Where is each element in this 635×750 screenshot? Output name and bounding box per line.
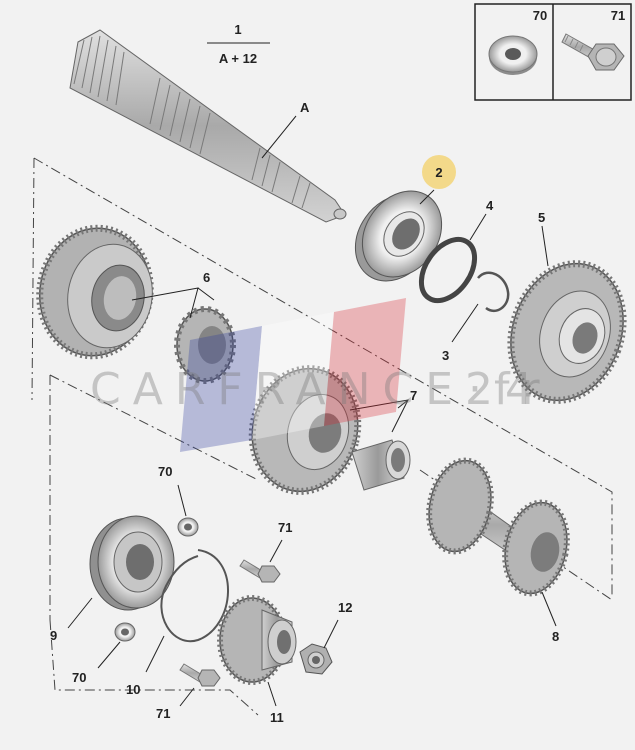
- kit-formula: A + 12: [219, 51, 257, 66]
- bolt-icon: [561, 33, 625, 71]
- callout-nut: 12: [338, 600, 352, 615]
- highlight-marker: [422, 155, 456, 189]
- retaining-ring-10: [160, 549, 229, 643]
- synchro-ring: [36, 224, 154, 360]
- assembly-frame-upper: [31, 157, 613, 596]
- washer-top: [177, 517, 199, 537]
- callout-shaft: A: [300, 100, 310, 115]
- callout-bearing: 2: [435, 165, 442, 180]
- callout-rear-bearing: 9: [50, 628, 57, 643]
- kit-header: 1 A + 12: [207, 22, 270, 66]
- kit-number: 1: [234, 22, 241, 37]
- bolt-top: [239, 559, 281, 583]
- washer-icon: [488, 35, 538, 75]
- washer-bottom: [114, 622, 136, 642]
- callout-gear-7: 7: [410, 388, 417, 403]
- callout-hub: 6: [203, 270, 210, 285]
- gear-11: [217, 595, 297, 685]
- gear-5: [507, 260, 627, 404]
- rear-bearing-9: [89, 515, 175, 611]
- hub-6: [174, 306, 236, 384]
- gear-7: [248, 365, 362, 495]
- shim-4: [418, 236, 478, 304]
- watermark: [180, 298, 406, 452]
- callout-shim: 4: [486, 198, 494, 213]
- callout-retaining-ring: 10: [126, 682, 140, 697]
- cluster-gear-8: [426, 457, 570, 597]
- circlip-3: [477, 271, 510, 313]
- callout-gear-5: 5: [538, 210, 545, 225]
- callout-gear-11: 11: [270, 710, 284, 725]
- callout-washer-top: 70: [158, 464, 172, 479]
- input-shaft: [69, 29, 347, 223]
- bearing-2: [354, 190, 443, 282]
- legend-box: 70 71: [474, 3, 632, 101]
- watermark-suffix: ·fr: [468, 364, 552, 415]
- assembly-frame-lower: [49, 374, 613, 716]
- callout-washer-bottom: 70: [72, 670, 86, 685]
- needle-bush: [351, 439, 411, 491]
- callout-circlip: 3: [442, 348, 449, 363]
- callout-cluster-gear: 8: [552, 629, 559, 644]
- watermark-text: CARFRANCE24: [90, 364, 545, 415]
- callout-bolt-top: 71: [278, 520, 292, 535]
- legend-bolt-number: 71: [611, 8, 625, 23]
- nut-12: [299, 643, 333, 675]
- callout-bolt-bottom: 71: [156, 706, 170, 721]
- legend-washer-number: 70: [533, 8, 547, 23]
- bolt-bottom: [179, 663, 221, 687]
